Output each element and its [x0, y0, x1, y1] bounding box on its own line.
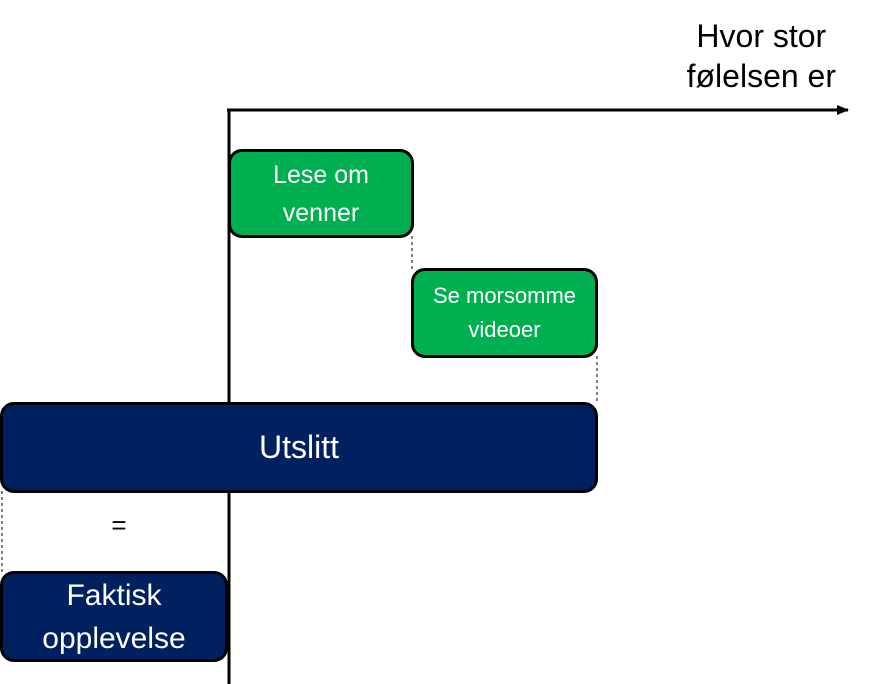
- actual-experience-box: Faktisk opplevelse: [0, 571, 228, 662]
- actual-experience-line2: opplevelse: [42, 621, 186, 655]
- worn-out-label: Utslitt: [259, 429, 339, 465]
- read-about-friends-line1: Lese om: [273, 160, 369, 189]
- x-axis-label-line2: følelsen er: [686, 58, 836, 94]
- x-axis-label: Hvor stor følelsen er: [687, 16, 836, 96]
- equals-sign: =: [111, 510, 127, 540]
- x-axis-label-line1: Hvor stor: [696, 18, 827, 54]
- watch-funny-videos-box: Se morsomme videoer: [411, 268, 598, 358]
- watch-funny-videos-line2: videoer: [468, 317, 541, 342]
- read-about-friends-line2: venner: [282, 198, 360, 227]
- watch-funny-videos-line1: Se morsomme: [432, 283, 577, 308]
- read-about-friends-box: Lese om venner: [228, 149, 414, 238]
- actual-experience-line1: Faktisk: [66, 578, 162, 612]
- worn-out-box: Utslitt: [0, 402, 598, 493]
